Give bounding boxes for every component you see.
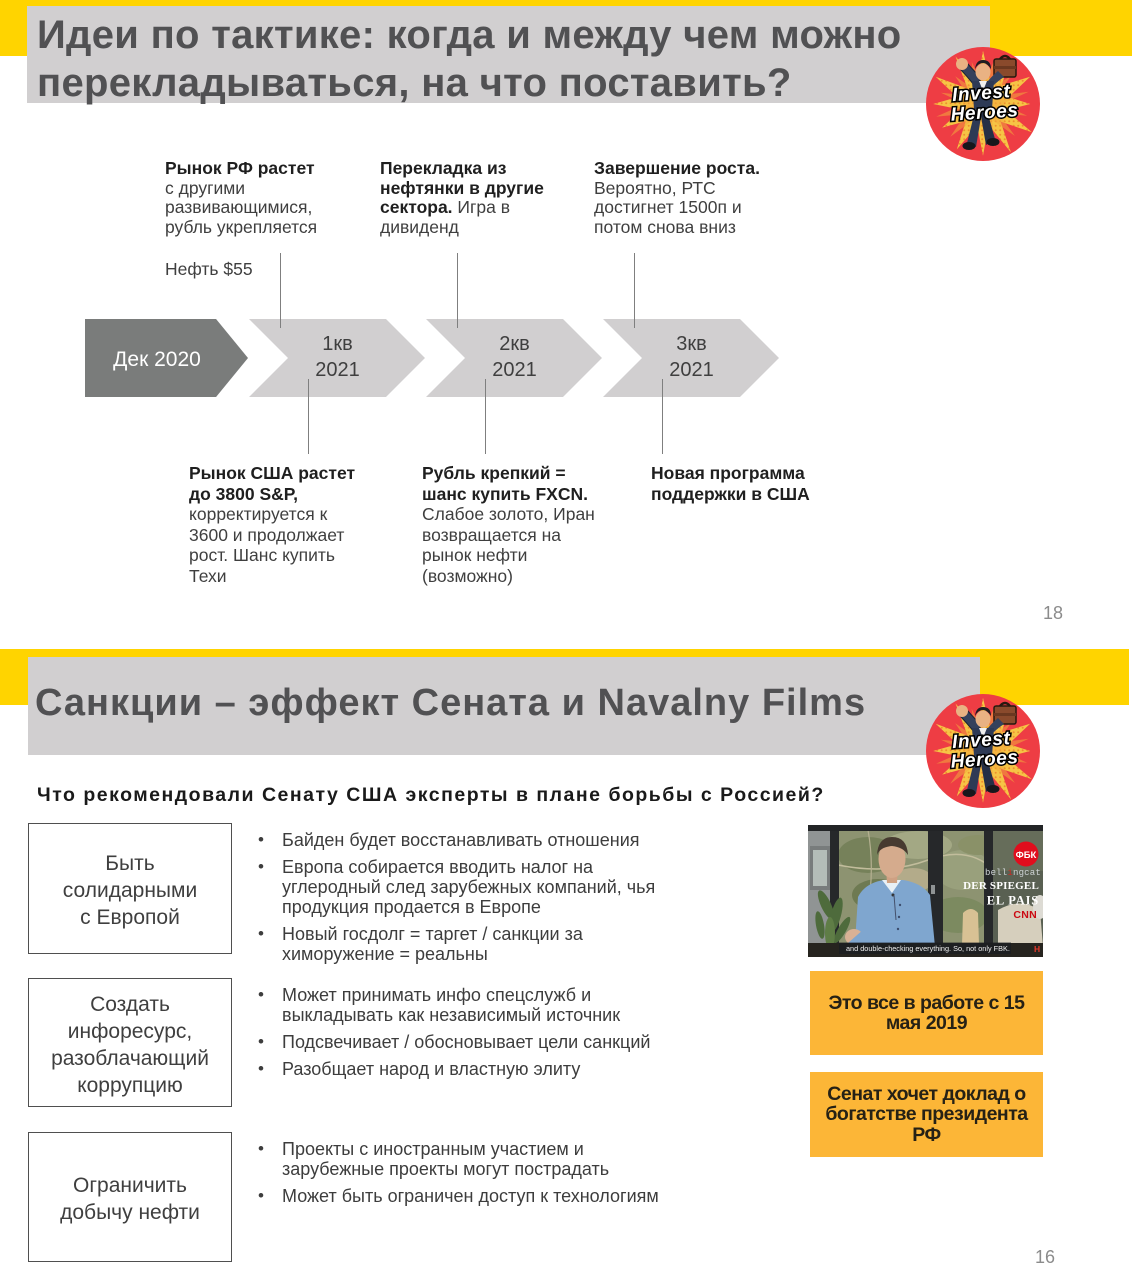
svg-text:Invest: Invest bbox=[951, 81, 1011, 106]
svg-text:DER SPIEGEL: DER SPIEGEL bbox=[963, 880, 1039, 892]
svg-text:ФБК: ФБК bbox=[1016, 850, 1037, 861]
svg-text:EL PAIS: EL PAIS bbox=[987, 894, 1039, 908]
svg-text:CNN: CNN bbox=[1013, 909, 1037, 921]
svg-text:bellingcat: bellingcat bbox=[985, 868, 1041, 878]
svg-text:Н: Н bbox=[1034, 944, 1040, 954]
svg-text:and double-checking everything: and double-checking everything. So, not … bbox=[846, 944, 1010, 953]
